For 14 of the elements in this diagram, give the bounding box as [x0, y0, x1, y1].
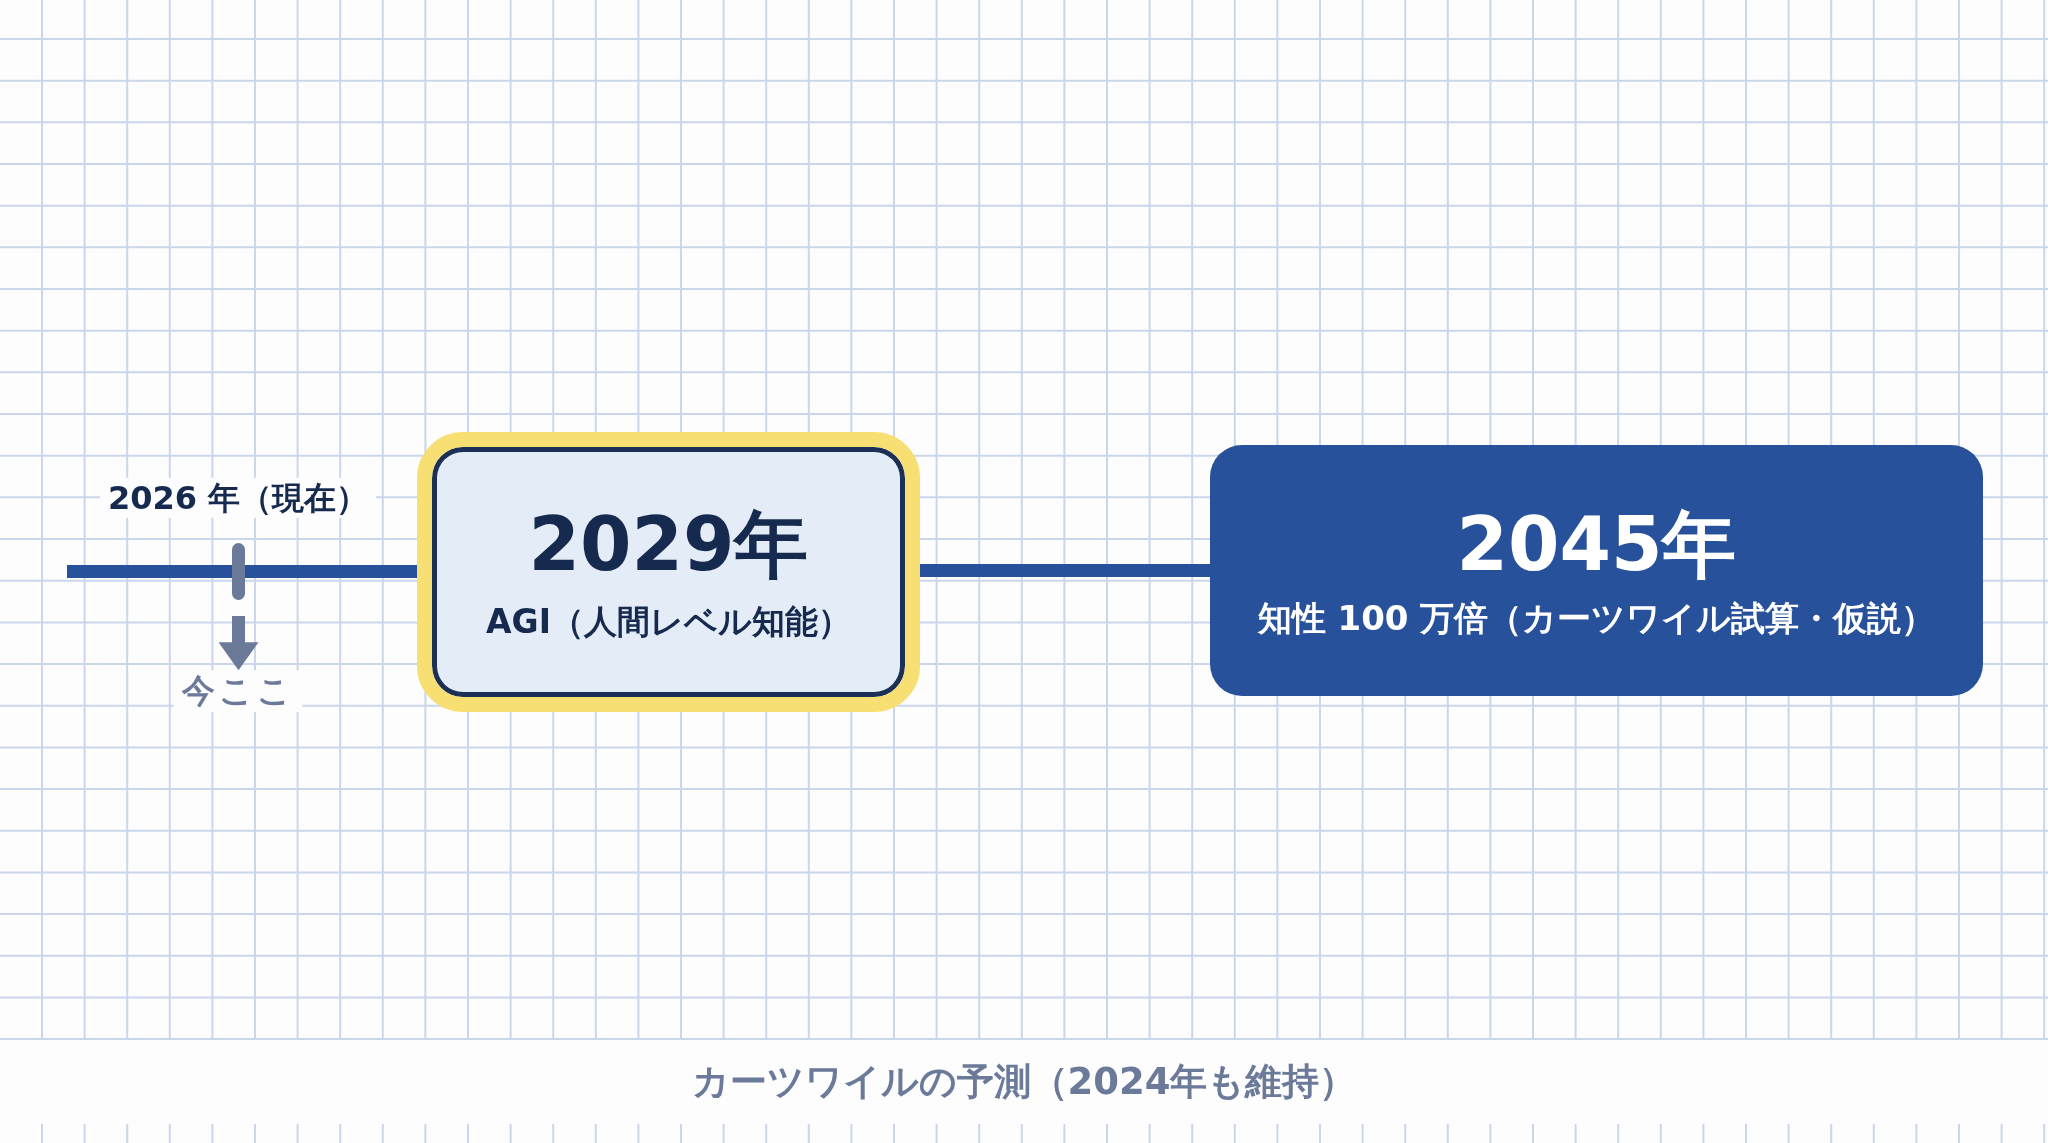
marker-label: 今ここ	[173, 670, 303, 712]
milestone-year: 2045年	[1456, 504, 1737, 586]
timeline-line	[245, 565, 417, 578]
date-label: 2026 年（現在）	[99, 477, 377, 519]
milestone-description: AGI（人間レベル知能）	[486, 603, 851, 640]
caption: カーツワイルの予測（2024年も維持）	[691, 1059, 1357, 1105]
arrow	[218, 616, 259, 671]
timeline-tick	[232, 543, 245, 600]
timeline-line	[920, 564, 1210, 577]
milestone-year: 2029年	[528, 504, 809, 586]
timeline-line	[67, 565, 232, 578]
milestone-description: 知性 100 万倍（カーツワイル試算・仮説）	[1257, 599, 1936, 637]
milestone-box	[1210, 445, 1983, 696]
milestone-box	[417, 432, 920, 712]
